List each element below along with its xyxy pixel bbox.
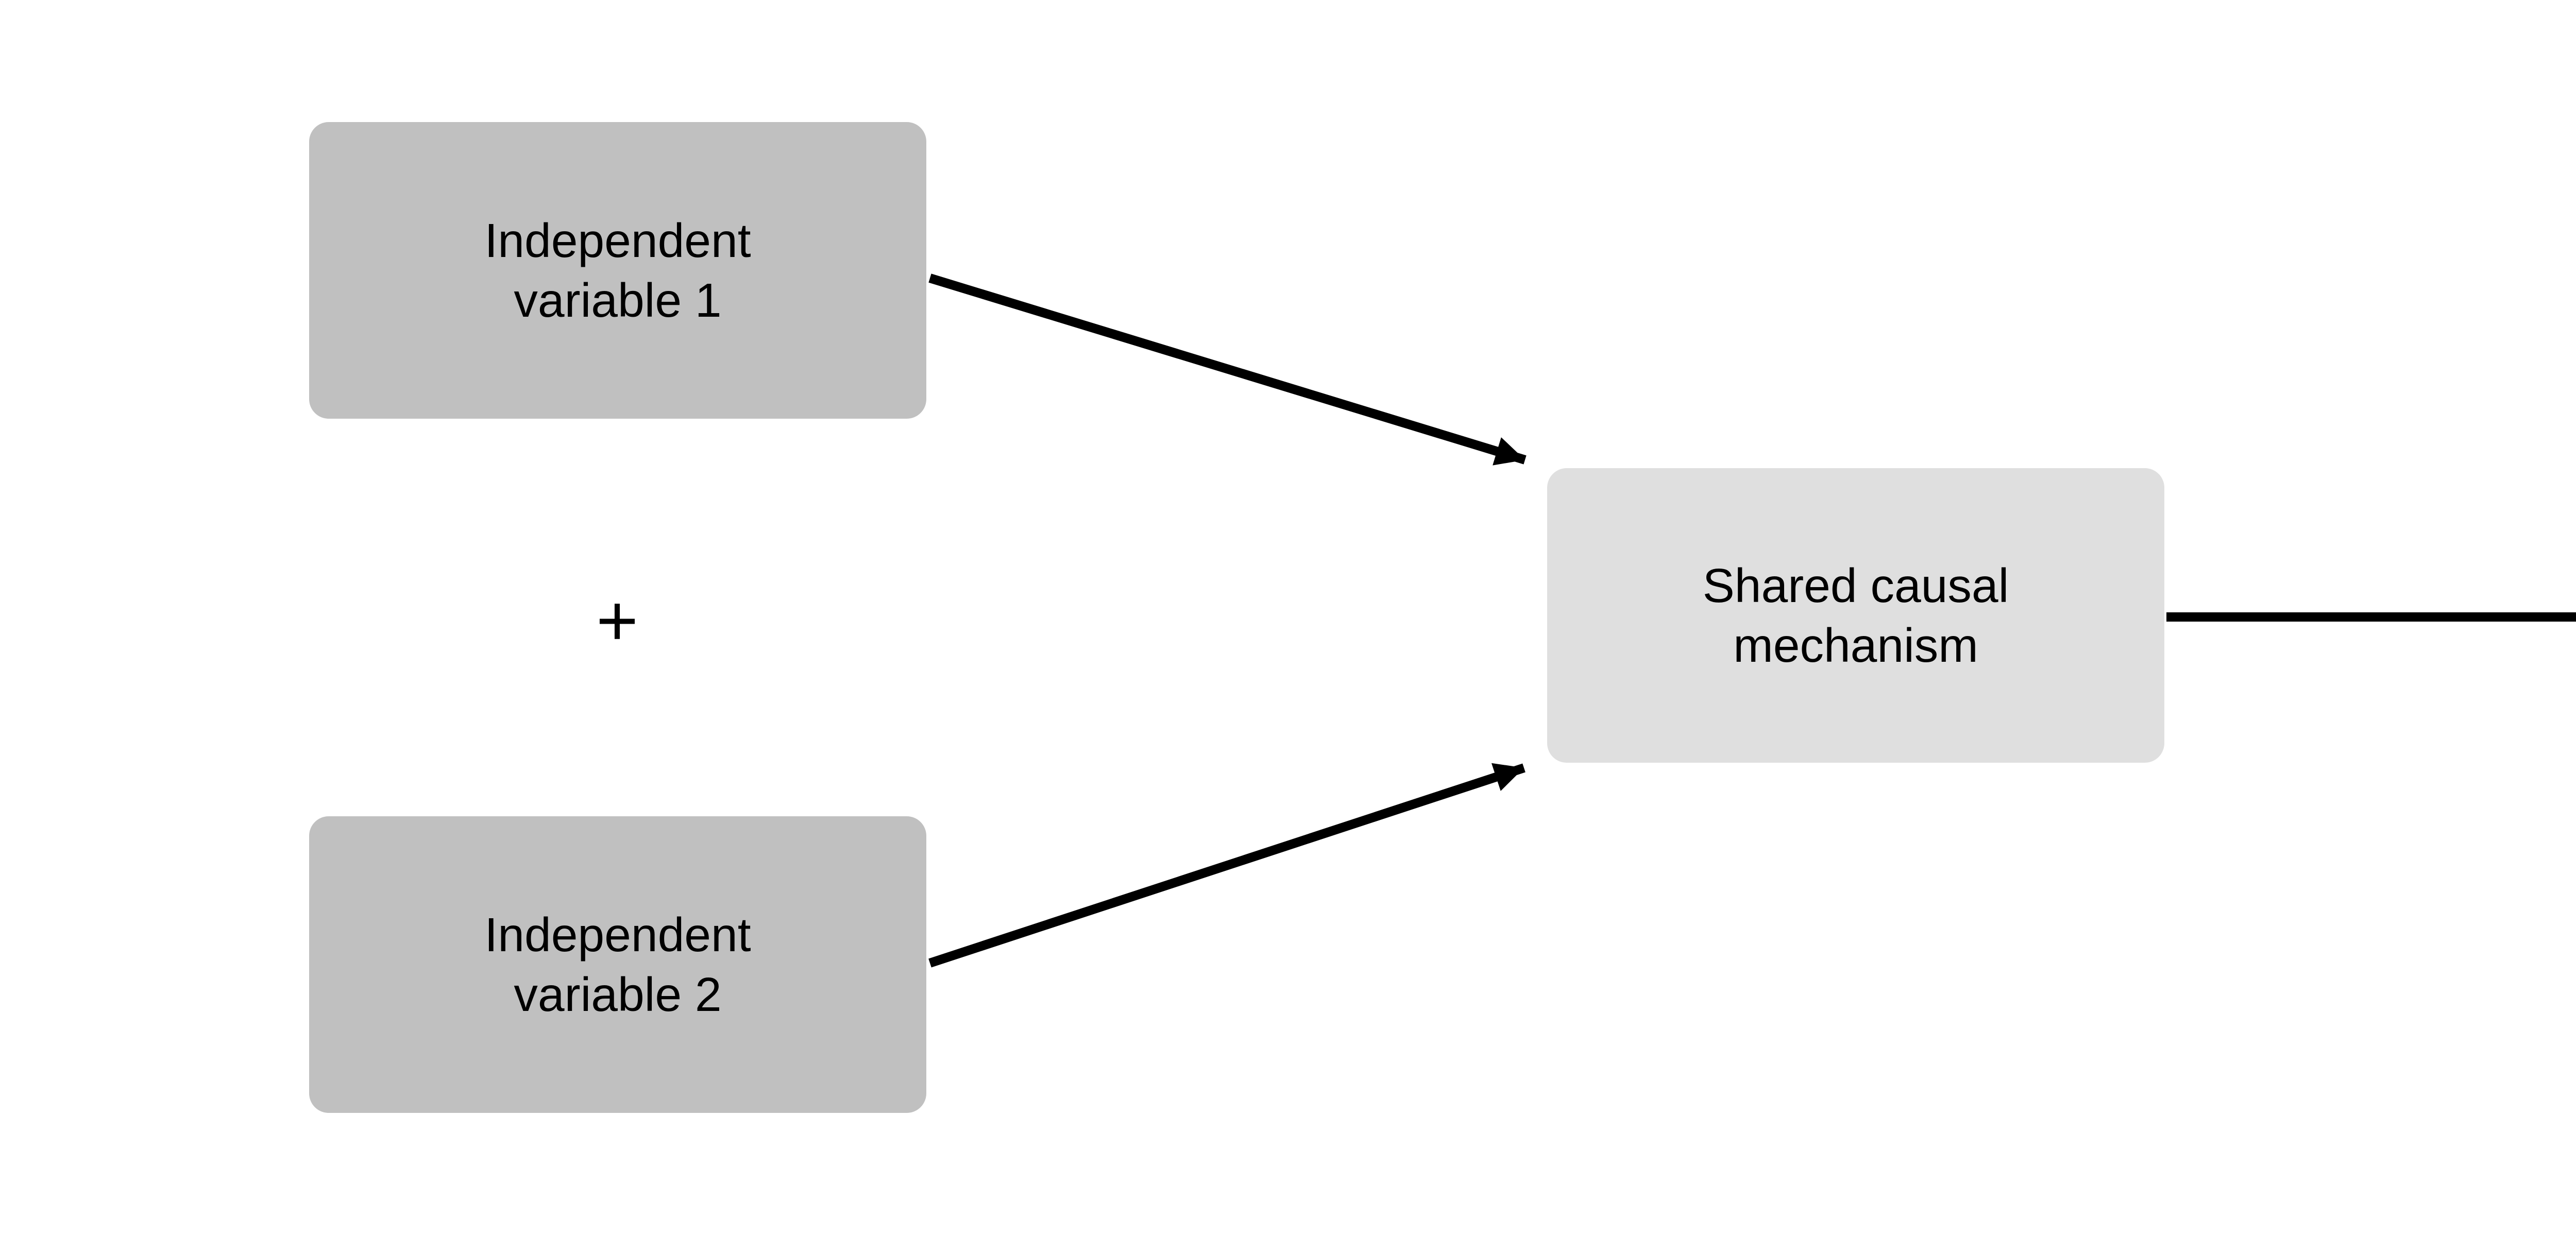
node-independent-variable-1-label: Independent variable 1: [484, 214, 751, 327]
node-independent-variable-2: Independent variable 2: [309, 816, 926, 1113]
node-independent-variable-2-label: Independent variable 2: [484, 908, 751, 1021]
arrow-iv1-to-mechanism: [928, 273, 1527, 466]
node-shared-causal-mechanism-label: Shared causal mechanism: [1702, 559, 2009, 672]
plus-sign: +: [596, 580, 638, 661]
arrow-iv2-to-mechanism: [928, 763, 1526, 968]
node-independent-variable-1: Independent variable 1: [309, 122, 926, 419]
node-shared-causal-mechanism: Shared causal mechanism: [1547, 468, 2164, 763]
